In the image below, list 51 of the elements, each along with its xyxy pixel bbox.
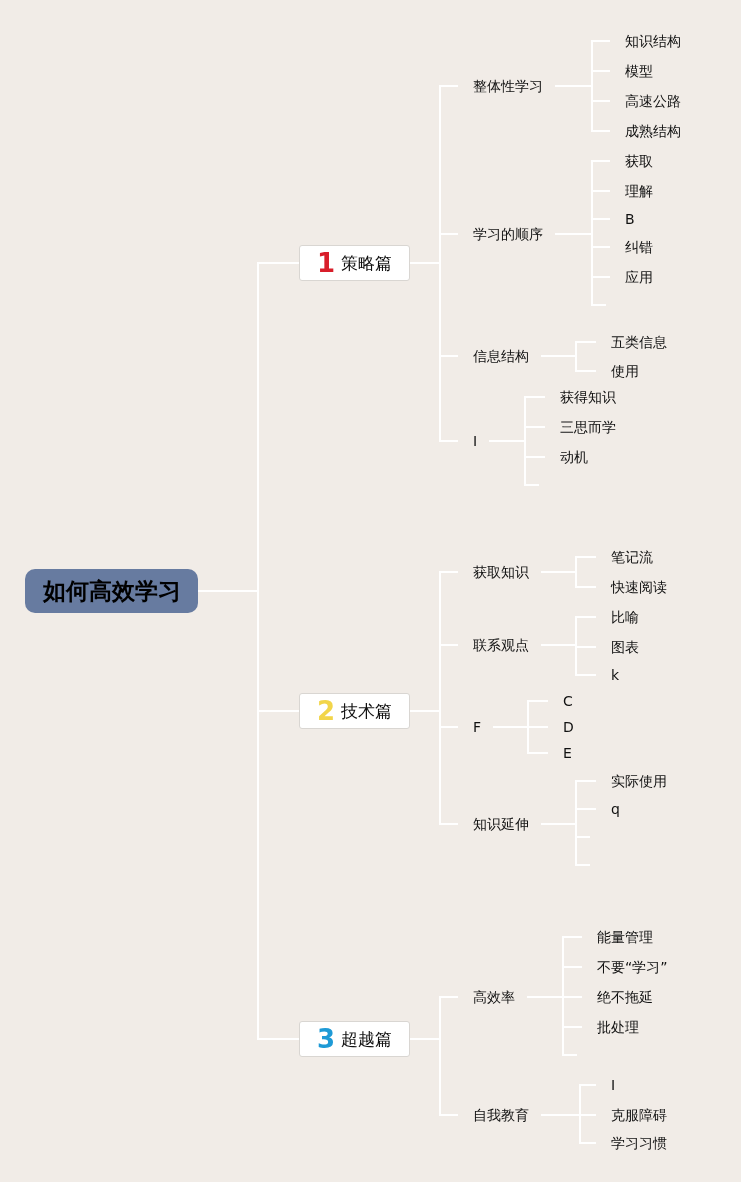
topic-label: 比喻 bbox=[596, 608, 651, 626]
topic-label: 整体性学习 bbox=[458, 77, 555, 95]
topic-label: 高效率 bbox=[458, 988, 527, 1006]
section-number: 1 bbox=[316, 248, 336, 278]
topic-label: 纠错 bbox=[610, 238, 665, 256]
topic-label: 超越篇 bbox=[341, 1028, 393, 1051]
topic-label: 获取 bbox=[610, 152, 665, 170]
topic-label: 实际使用 bbox=[596, 772, 679, 790]
topic-label: 知识延伸 bbox=[458, 815, 541, 833]
topic-label: 学习习惯 bbox=[596, 1134, 679, 1152]
topic-label: 策略篇 bbox=[341, 252, 393, 275]
topic-label: 模型 bbox=[610, 62, 665, 80]
topic-label: D bbox=[548, 718, 586, 736]
topic-box bbox=[299, 693, 410, 729]
topic-label: B bbox=[610, 210, 647, 228]
topic-label: 不要“学习” bbox=[582, 958, 680, 976]
topic-label: q bbox=[596, 800, 632, 818]
topic-box bbox=[299, 245, 410, 281]
topic-label: 克服障碍 bbox=[596, 1106, 679, 1124]
topic-label: 成熟结构 bbox=[610, 122, 693, 140]
topic-label: 自我教育 bbox=[458, 1106, 541, 1124]
topic-label: 联系观点 bbox=[458, 636, 541, 654]
topic-label: 使用 bbox=[596, 362, 651, 380]
topic-label: 应用 bbox=[610, 268, 665, 286]
topic-label: 获取知识 bbox=[458, 563, 541, 581]
topic-label: 绝不拖延 bbox=[582, 988, 665, 1006]
topic-label: 学习的顺序 bbox=[458, 225, 555, 243]
topic-label: 快速阅读 bbox=[596, 578, 679, 596]
topic-label: k bbox=[596, 666, 632, 684]
topic-label: 五类信息 bbox=[596, 333, 679, 351]
topic-label: C bbox=[548, 692, 585, 710]
section-number: 3 bbox=[316, 1024, 336, 1054]
topic-label: 三思而学 bbox=[545, 418, 628, 436]
topic-label: 图表 bbox=[596, 638, 651, 656]
topic-label: 笔记流 bbox=[596, 548, 665, 566]
topic-label: 批处理 bbox=[582, 1018, 651, 1036]
topic-label: E bbox=[548, 744, 584, 762]
topic-label: 信息结构 bbox=[458, 347, 541, 365]
central-topic-box: 如何高效学习 bbox=[25, 569, 198, 613]
topic-label: 动机 bbox=[545, 448, 600, 466]
topic-label: 高速公路 bbox=[610, 92, 693, 110]
topic-label: 获得知识 bbox=[545, 388, 628, 406]
topic-label: 能量管理 bbox=[582, 928, 665, 946]
topic-label: I bbox=[458, 432, 490, 450]
topic-label: 理解 bbox=[610, 182, 665, 200]
section-number: 2 bbox=[316, 696, 336, 726]
topic-box bbox=[299, 1021, 410, 1057]
topic-label: 技术篇 bbox=[341, 700, 393, 723]
topic-label: I bbox=[596, 1076, 628, 1094]
topic-label: F bbox=[458, 718, 494, 736]
topic-label: 知识结构 bbox=[610, 32, 693, 50]
